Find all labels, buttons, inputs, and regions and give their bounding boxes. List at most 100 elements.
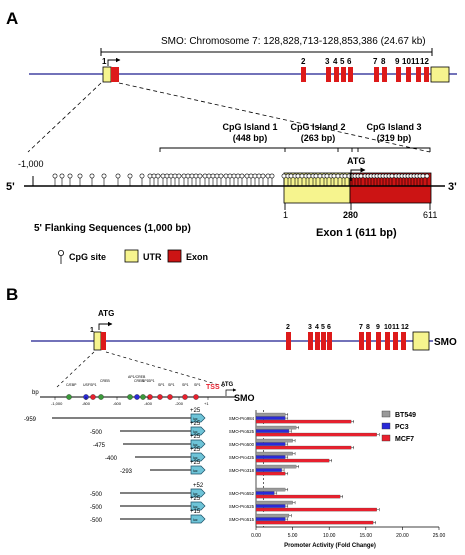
construct-start: -959 (24, 417, 37, 423)
luc-reporter (190, 426, 206, 436)
category-label: SMO-Pro525 (229, 429, 255, 434)
exon-rect (406, 67, 411, 82)
luc-reporter (190, 439, 206, 449)
cpg-island-3-size: (319 bp) (377, 133, 412, 143)
luc-reporter (190, 413, 206, 423)
zoom-line-left (27, 82, 102, 153)
bar-bt549 (255, 412, 286, 417)
legend-cpg-label: CpG site (69, 252, 106, 262)
cpg-site (151, 173, 157, 179)
exon-number: 8 (366, 324, 370, 331)
tf-site-dot (182, 394, 188, 400)
legend-swatch (381, 422, 391, 430)
legend-utr-swatch (124, 249, 139, 263)
atg-label-a: ATG (347, 156, 365, 166)
utr-5-a (102, 66, 112, 83)
position-label: 1 (283, 210, 288, 220)
tf-site-label: SP1 (168, 383, 175, 387)
construct-end: +25 (190, 447, 201, 453)
cpg-island-1-size: (448 bp) (233, 133, 268, 143)
bp-label: bp (32, 390, 39, 396)
cpg-island-2-title: CpG Island 2 (290, 122, 345, 132)
exon-number: 9 (395, 57, 400, 66)
exon-number: 8 (381, 57, 386, 66)
panel-a-letter: A (6, 9, 18, 28)
x-tick-label: 15.00 (360, 533, 373, 539)
construct-start: -293 (120, 469, 133, 475)
tf-site-label: SP1 (148, 379, 155, 383)
x-axis-title: Promoter Activity (Fold Change) (284, 543, 376, 549)
bar-bt549 (255, 464, 297, 469)
cpg-site (260, 173, 266, 179)
cpg-site (59, 173, 65, 179)
exon-rect (374, 67, 379, 82)
bar-bt549 (255, 425, 297, 430)
bar-bt549 (255, 513, 290, 518)
scale-tick-label: -200 (175, 401, 184, 406)
luc-reporter (190, 501, 206, 511)
construct-start: -475 (93, 443, 106, 449)
cpg-site (164, 173, 170, 179)
exon-number: 9 (376, 324, 380, 331)
tf-site-dot (127, 394, 133, 400)
utr-5-b (93, 331, 102, 351)
cpg-site (197, 173, 203, 179)
bar-pc3 (255, 491, 275, 495)
category-label: SMO-Pro525 (229, 504, 255, 509)
legend-swatch (381, 434, 391, 442)
exon-rect (359, 332, 364, 350)
cpg-site (231, 173, 237, 179)
exons-b (286, 332, 406, 350)
construct-start: -500 (90, 430, 103, 436)
luc-reporter (190, 514, 206, 524)
tf-site-label: SP1 (182, 383, 189, 387)
exons-a (301, 67, 429, 82)
bar-mcf7 (255, 419, 352, 424)
exon-rect (327, 332, 332, 350)
position-label: 611 (423, 210, 437, 220)
scale-ticks: -1,000-800-600-400-200+1 (51, 397, 209, 406)
cpg-site (244, 173, 250, 179)
exon-rect (382, 67, 387, 82)
scale-tick-label: -600 (113, 401, 122, 406)
luc-label: luc (193, 443, 198, 447)
cpg-site (176, 173, 182, 179)
cpg-site (256, 173, 262, 179)
atg-label-b: ATG (98, 309, 114, 318)
constructs: luc-959+25luc-500+25luc-475+25luc-400+25… (24, 408, 206, 524)
tf-site-dot (134, 394, 140, 400)
cpg-lollipops (52, 173, 430, 186)
luc-reporter (190, 488, 206, 498)
five-prime-label: 5' (6, 181, 15, 193)
category-label: SMO-Pro984 (229, 416, 255, 421)
smo-small-label: SMO (234, 393, 255, 403)
cpg-site (227, 173, 233, 179)
cpg-site (139, 173, 145, 179)
cpg-site (288, 173, 294, 179)
exon-rect (301, 67, 306, 82)
tf-site-dot (167, 394, 173, 400)
utr-3-a (430, 66, 450, 83)
legend-exon-swatch (167, 249, 182, 263)
tss-arrow-a (107, 57, 121, 66)
bar-mcf7 (255, 471, 286, 476)
cpg-site (389, 173, 395, 179)
cpg-site (147, 173, 153, 179)
exon-number: 10 (384, 324, 392, 331)
exon-number: 4 (333, 57, 338, 66)
luc-reporter (190, 465, 206, 475)
exon-rect (385, 332, 390, 350)
scale-tick-label: -400 (144, 401, 153, 406)
legend-label: PC3 (395, 424, 409, 431)
bar-bt549 (255, 451, 293, 456)
exon-rect (348, 67, 353, 82)
cpg-site (155, 173, 161, 179)
cpg-site (223, 173, 229, 179)
utr-3-b (412, 331, 430, 351)
exon-number: 5 (340, 57, 345, 66)
tf-site-dot (147, 394, 153, 400)
exon1-b (101, 332, 106, 350)
cpg-site (189, 173, 195, 179)
exon-rect (376, 332, 381, 350)
